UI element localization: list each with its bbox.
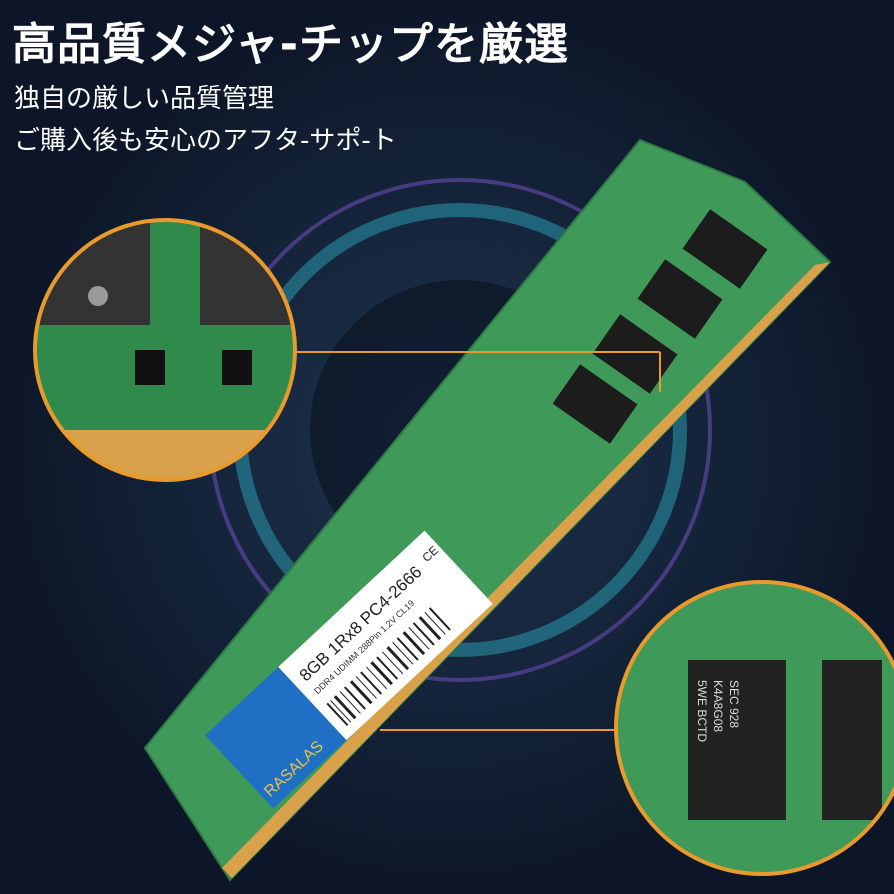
gold-contacts	[222, 262, 830, 878]
subline-support: ご購入後も安心のアフタ-サポ-ト	[14, 126, 397, 156]
subline-quality: 独自の厳しい品質管理	[14, 84, 275, 114]
headline: 高品質メジャ-チップを厳選	[12, 19, 570, 70]
zoom-inset-chip: SEC 928 K4A8G08 5WE BCTD	[614, 580, 894, 876]
chip-line-2: K4A8G08	[711, 680, 725, 732]
chip-line-3: 5WE BCTD	[695, 680, 709, 742]
chip-line-1: SEC 928	[727, 680, 741, 728]
ram-module: 8GB 1Rx8 PC4-2666 DDR4 UDIMM 288Pin 1.2V…	[143, 138, 832, 882]
memory-chips	[552, 209, 768, 444]
